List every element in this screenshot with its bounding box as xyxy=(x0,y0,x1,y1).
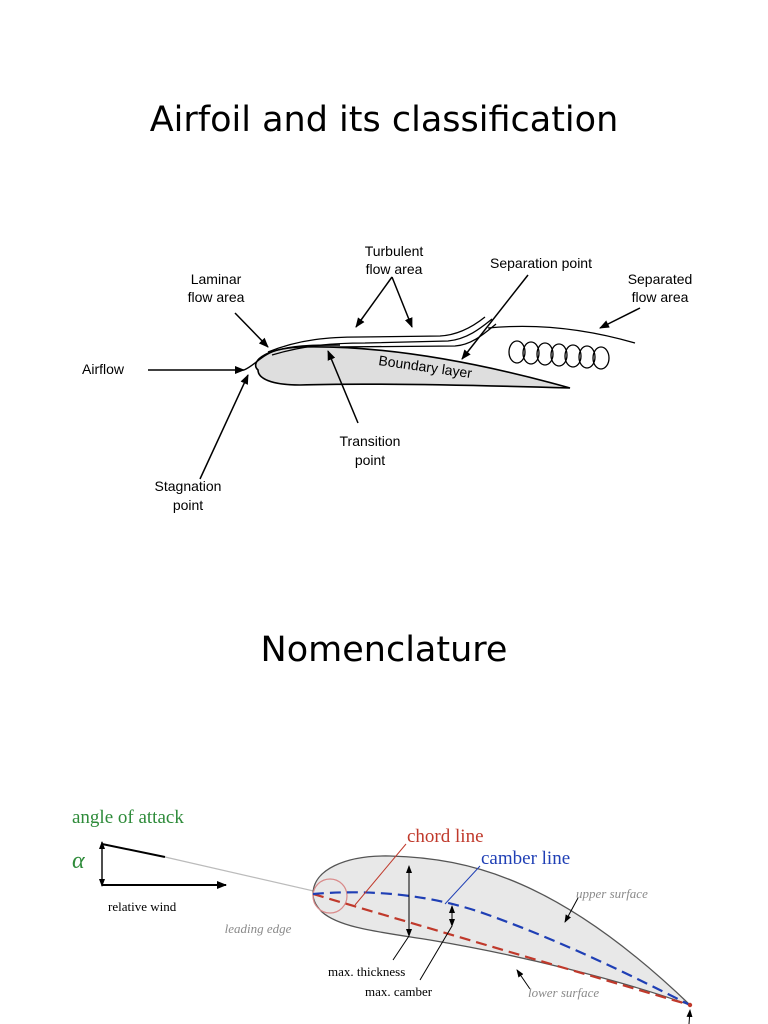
leader-camber-line xyxy=(444,865,481,905)
vortex-coils xyxy=(508,340,610,370)
chord-direction-line xyxy=(101,843,166,858)
turbulent-line-1 xyxy=(267,316,486,353)
label-laminar-line1: Laminar xyxy=(191,271,242,287)
section-title: Nomenclature xyxy=(260,630,508,670)
arrow-separation xyxy=(461,274,529,360)
arrow-transition xyxy=(327,350,359,424)
airfoil-nomenclature-diagram: angle of attack α relative wind leading … xyxy=(72,807,693,1024)
leader-upper-surface xyxy=(564,897,579,923)
leader-lower-surface xyxy=(516,969,531,990)
label-max-thickness: max. thickness xyxy=(328,964,405,979)
label-angle-of-attack: angle of attack xyxy=(72,807,184,828)
label-separated-line1: Separated xyxy=(628,271,693,287)
label-lower-surface: lower surface xyxy=(528,985,599,1000)
camber-line xyxy=(312,891,691,1006)
slide-title: Airfoil and its classification xyxy=(149,100,619,140)
separated-flow-line xyxy=(487,325,636,344)
label-upper-surface: upper surface xyxy=(576,886,648,901)
arrow-laminar xyxy=(234,312,269,348)
label-transition-line1: Transition xyxy=(340,433,401,449)
label-separated-line2: flow area xyxy=(632,289,689,305)
nomenclature-airfoil-shape xyxy=(312,855,691,1006)
airfoil-flow-diagram: Turbulent flow area Separation point Sep… xyxy=(82,243,693,513)
chord-extension-line xyxy=(164,856,319,893)
turbulent-line-2 xyxy=(271,318,493,356)
label-separation-point: Separation point xyxy=(490,255,592,271)
chord-line xyxy=(312,892,691,1007)
leader-max-thickness xyxy=(392,935,410,961)
label-max-camber: max. camber xyxy=(365,984,433,999)
label-leading-edge: leading edge xyxy=(225,921,292,936)
trailing-edge-point xyxy=(687,1002,693,1008)
arrow-separated-flow xyxy=(599,307,641,329)
leader-max-camber xyxy=(419,925,453,981)
label-airflow: Airflow xyxy=(82,361,125,377)
label-stagnation-line2: point xyxy=(173,497,203,513)
label-relative-wind: relative wind xyxy=(108,899,177,914)
arrow-turbulent-2 xyxy=(391,276,413,328)
arrow-stagnation xyxy=(199,374,249,480)
leading-edge-circle xyxy=(312,878,348,914)
label-chord-line: chord line xyxy=(407,826,484,847)
label-camber-line: camber line xyxy=(481,848,570,869)
arrow-turbulent-1 xyxy=(355,276,393,328)
leader-chord-line xyxy=(354,843,407,906)
label-stagnation-line1: Stagnation xyxy=(155,478,222,494)
label-alpha: α xyxy=(72,848,85,874)
label-turbulent-line1: Turbulent xyxy=(365,243,424,259)
turbulent-line-3 xyxy=(329,323,497,348)
label-laminar-line2: flow area xyxy=(188,289,245,305)
label-turbulent-line2: flow area xyxy=(366,261,423,277)
label-transition-line2: point xyxy=(355,452,385,468)
trailing-edge-arrow xyxy=(686,1009,693,1024)
